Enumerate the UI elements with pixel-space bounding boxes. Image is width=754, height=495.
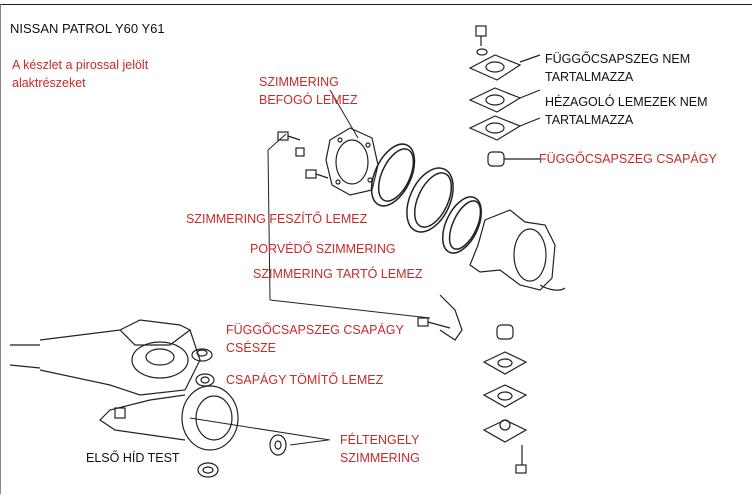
kingpin-stack-drawing bbox=[468, 25, 541, 167]
label-seal-tension-plate: SZIMMERING FESZÍTŐ LEMEZ bbox=[186, 212, 368, 226]
knuckle-drawing bbox=[469, 209, 566, 291]
lower-kingpin-stack-drawing bbox=[482, 324, 528, 474]
label-kingpin-not-included-2: TARTALMAZZA bbox=[545, 70, 634, 84]
leader-lines bbox=[189, 89, 431, 446]
bolts-drawing bbox=[277, 131, 329, 179]
label-bearing-seal-plate: CSAPÁGY TÖMÍTŐ LEMEZ bbox=[226, 373, 384, 387]
label-shims-not-included-2: TARTALMAZZA bbox=[545, 113, 634, 127]
label-shims-not-included-1: HÉZAGOLÓ LEMEZEK NEM bbox=[545, 95, 708, 109]
label-kingpin-bearing-cup-1: FÜGGŐCSAPSZEG CSAPÁGY bbox=[226, 323, 404, 337]
small-seals-drawing bbox=[191, 348, 287, 478]
label-seal-retainer-plate-2: BEFOGÓ LEMEZ bbox=[259, 93, 358, 107]
seal-retainer-plate-drawing bbox=[325, 127, 379, 196]
label-seal-holder-plate: SZIMMERING TARTÓ LEMEZ bbox=[253, 267, 423, 281]
seal-rings-drawing bbox=[370, 143, 483, 254]
linkage-drawing bbox=[417, 294, 463, 341]
kit-note-line2: alaktrészeket bbox=[12, 76, 86, 90]
label-axle-shaft-seal-1: FÉLTENGELY bbox=[340, 433, 420, 447]
label-kingpin-not-included-1: FÜGGŐCSAPSZEG NEM bbox=[545, 52, 691, 66]
label-dust-seal: PORVÉDŐ SZIMMERING bbox=[250, 242, 396, 256]
label-seal-retainer-plate-1: SZIMMERING bbox=[259, 75, 339, 89]
kit-note-line1: A készlet a pirossal jelölt bbox=[12, 58, 149, 72]
diagram-frame bbox=[0, 4, 752, 494]
diagram-title: NISSAN PATROL Y60 Y61 bbox=[10, 21, 165, 36]
axle-housing-drawing bbox=[9, 319, 239, 451]
label-front-axle-body: ELSŐ HÍD TEST bbox=[86, 451, 180, 465]
label-kingpin-bearing: FÜGGŐCSAPSZEG CSAPÁGY bbox=[539, 152, 717, 166]
label-axle-shaft-seal-2: SZIMMERING bbox=[340, 451, 420, 465]
label-kingpin-bearing-cup-2: CSÉSZE bbox=[226, 341, 277, 355]
